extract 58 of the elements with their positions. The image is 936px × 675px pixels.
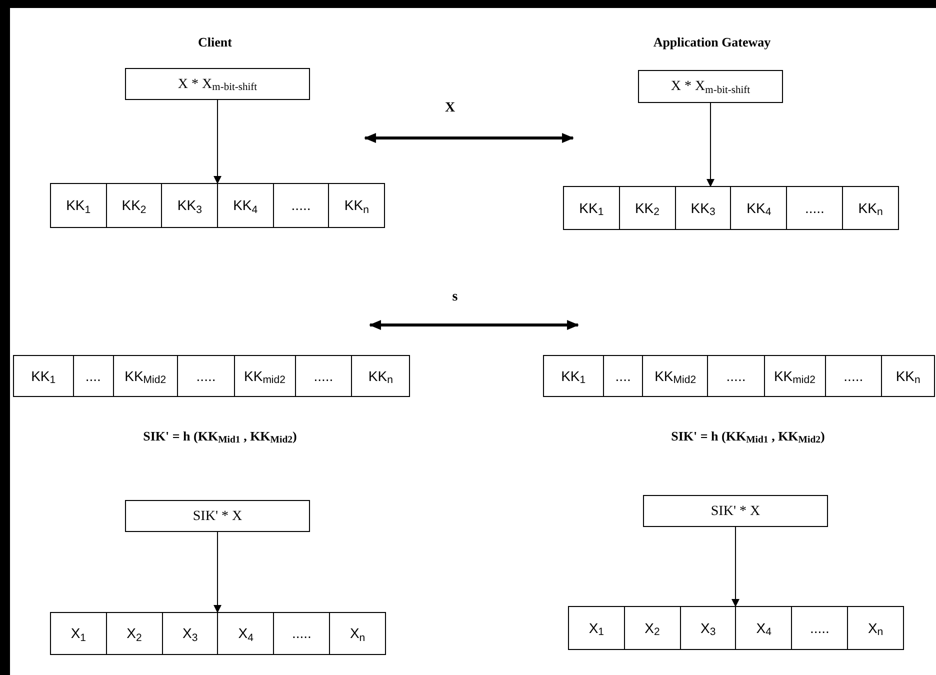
array-cell: KK$_{4}$ bbox=[218, 184, 274, 227]
array-cell: ..... bbox=[826, 356, 882, 396]
arrow bbox=[214, 100, 222, 184]
array-cell: X$_{3}$ bbox=[680, 607, 736, 649]
array-cell: KK$_{mid2}$ bbox=[764, 356, 826, 396]
array-cell: .... bbox=[74, 356, 114, 396]
array-cell-text: KK$_{n}$ bbox=[857, 198, 884, 220]
side-heading: Application Gateway bbox=[653, 33, 771, 52]
array-cell: KK$_{Mid2}$ bbox=[643, 356, 708, 396]
array-row bbox=[563, 186, 899, 230]
array-cell: KK$_{1}$ bbox=[14, 356, 74, 396]
array-cell: KK$_{1}$ bbox=[544, 356, 604, 396]
array-cell: KK$_{2}$ bbox=[106, 184, 162, 227]
array-cell: X$_{2}$ bbox=[624, 607, 681, 649]
array-row bbox=[50, 612, 386, 655]
array-cell: X$_{4}$ bbox=[736, 607, 792, 649]
array-cell: KK$_{1}$ bbox=[51, 184, 107, 227]
formula-box: X * X$_{m-bit-shift}$ bbox=[638, 70, 783, 103]
formula-box: SIK' * X bbox=[643, 495, 828, 527]
array-cell: ..... bbox=[708, 356, 765, 396]
arrow bbox=[732, 526, 740, 607]
array-cell: KK$_{mid2}$ bbox=[234, 356, 296, 396]
array-cell: ..... bbox=[792, 607, 848, 649]
array-cell: ..... bbox=[274, 184, 330, 227]
formula-text: SIK' = h (KK$_{Mid1}$ , KK$_{Mid2}$) bbox=[143, 427, 297, 446]
formula-text: SIK' = h (KK$_{Mid1}$ , KK$_{Mid2}$) bbox=[671, 427, 825, 446]
array-cell: KK$_{2}$ bbox=[620, 187, 676, 229]
array-cell: ..... bbox=[787, 187, 844, 229]
array-cell-text: X$_{n}$ bbox=[866, 618, 884, 640]
arrow bbox=[214, 532, 222, 613]
array-cell: X$_{1}$ bbox=[569, 607, 625, 649]
array-cell: KK$_{Mid2}$ bbox=[114, 356, 178, 396]
array-cell-text: X$_{n}$ bbox=[348, 624, 366, 646]
array-cell: X$_{4}$ bbox=[218, 613, 274, 654]
array-row bbox=[13, 355, 410, 397]
array-cell: KK$_{3}$ bbox=[676, 187, 732, 229]
array-cell: KK$_{4}$ bbox=[731, 187, 788, 229]
arrow bbox=[706, 102, 714, 187]
array-cell: ..... bbox=[178, 356, 235, 396]
array-cell-text: KK$_{n}$ bbox=[894, 366, 922, 388]
array-cell: X$_{1}$ bbox=[51, 613, 107, 654]
array-row bbox=[50, 183, 385, 228]
array-cell: ..... bbox=[274, 613, 330, 654]
formula-box: SIK' * X bbox=[125, 500, 310, 532]
side-heading: Client bbox=[198, 33, 232, 52]
array-cell: KK$_{3}$ bbox=[162, 184, 218, 227]
array-cell: KK$_{1}$ bbox=[564, 187, 620, 229]
array-cell-text: KK$_{n}$ bbox=[367, 366, 394, 388]
exchange-label: X bbox=[444, 100, 456, 118]
array-cell: .... bbox=[604, 356, 644, 396]
exchange-label: s bbox=[452, 288, 458, 306]
formula-box: X * X$_{m-bit-shift}$ bbox=[125, 68, 310, 100]
array-row bbox=[543, 355, 935, 397]
array-row bbox=[568, 606, 904, 650]
array-cell: ..... bbox=[296, 356, 352, 396]
array-cell: X$_{2}$ bbox=[106, 613, 163, 654]
array-cell-text: KK$_{n}$ bbox=[343, 196, 370, 218]
array-cell: X$_{3}$ bbox=[162, 613, 218, 654]
